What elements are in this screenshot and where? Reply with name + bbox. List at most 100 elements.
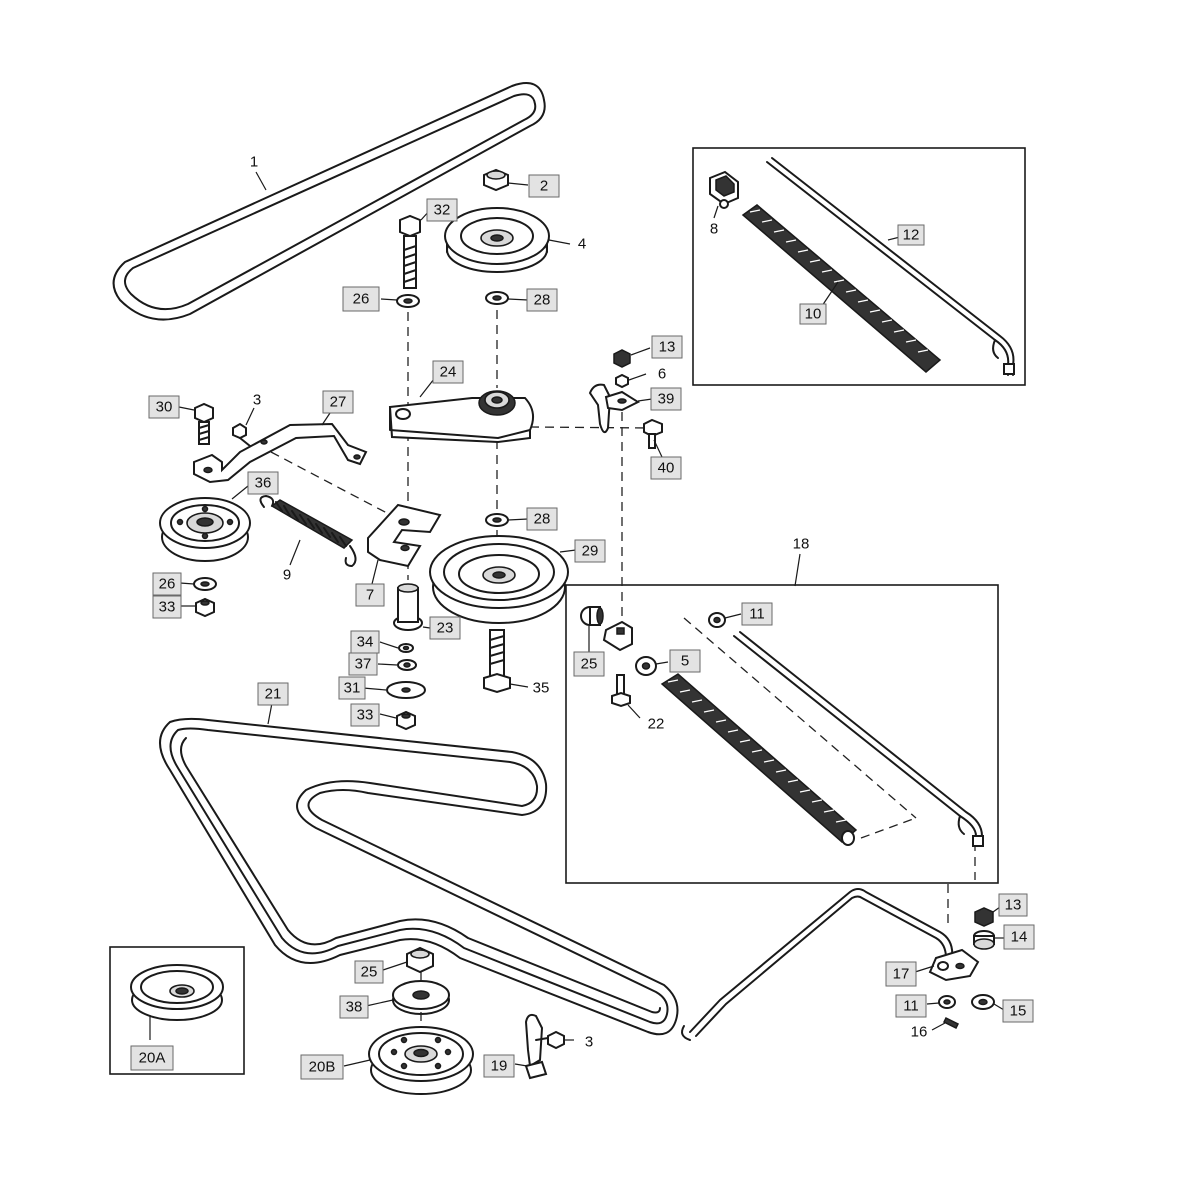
- callout-33-left: 33: [159, 599, 176, 616]
- callout-40: 40: [658, 460, 675, 477]
- callout-32: 32: [434, 202, 451, 219]
- callout-29: 29: [582, 543, 599, 560]
- callout-7: 7: [366, 587, 374, 604]
- callout-7-box: 7: [355, 583, 385, 607]
- nut-13-top: [613, 349, 631, 368]
- callout-37-box: 37: [348, 652, 378, 676]
- callout-30: 30: [156, 399, 173, 416]
- callout-11-bottom-box: 11: [895, 994, 927, 1018]
- bushing-14: [973, 930, 995, 950]
- callout-13-top-box: 13: [651, 335, 683, 359]
- nut-25-bottom: [406, 946, 434, 974]
- callout-13-bottom: 13: [1005, 897, 1022, 914]
- callout-28-top: 28: [534, 292, 551, 309]
- callout-30-box: 30: [148, 395, 180, 419]
- bolt-3-top: [232, 422, 251, 447]
- callout-2: 2: [540, 178, 548, 195]
- callout-20b: 20B: [309, 1059, 336, 1076]
- spring-9: [259, 495, 357, 567]
- nut-33-left: [195, 597, 215, 618]
- callout-4: 4: [578, 236, 586, 253]
- callout-23: 23: [437, 620, 454, 637]
- callout-28-mid: 28: [534, 511, 551, 528]
- inset-box-20a: [109, 946, 245, 1075]
- callout-13-top: 13: [659, 339, 676, 356]
- callout-15: 15: [1010, 1003, 1027, 1020]
- callout-34-box: 34: [350, 630, 380, 654]
- callout-25-inset: 25: [581, 656, 598, 673]
- spacer-23: [393, 583, 423, 631]
- callout-15-box: 15: [1002, 999, 1034, 1023]
- callout-10-box: 10: [799, 303, 827, 325]
- washer-6: [615, 373, 629, 389]
- bolt-3-bottom: [547, 1030, 565, 1050]
- bracket-inset: [602, 620, 633, 652]
- callout-18: 18: [793, 536, 810, 553]
- callout-36: 36: [255, 475, 272, 492]
- spring-10: [741, 204, 942, 373]
- pulley-20b: [368, 1026, 474, 1095]
- callout-1: 1: [250, 154, 258, 171]
- callout-32-box: 32: [426, 198, 458, 222]
- callout-40-box: 40: [650, 456, 682, 480]
- callout-35: 35: [533, 680, 550, 697]
- linkage-rod-17: [681, 888, 980, 1041]
- bracket-27: [193, 422, 368, 484]
- callout-14: 14: [1011, 929, 1028, 946]
- callout-8: 8: [710, 221, 718, 238]
- callout-17-box: 17: [885, 961, 917, 987]
- callout-22: 22: [648, 716, 665, 733]
- bushing-25-inset: [580, 606, 604, 626]
- washer-26-top: [396, 294, 420, 308]
- callout-6: 6: [658, 366, 666, 383]
- pulley-20a: [130, 964, 224, 1021]
- lever-19: [524, 1013, 549, 1080]
- callout-11-inset: 11: [749, 606, 765, 623]
- callout-39-box: 39: [650, 387, 682, 411]
- washer-34: [398, 643, 414, 653]
- callout-23-box: 23: [429, 616, 461, 640]
- washer-5: [635, 656, 657, 676]
- nut-33-center: [396, 710, 416, 731]
- rod-inset: [733, 631, 984, 847]
- callout-24-box: 24: [432, 360, 464, 384]
- callout-28-mid-box: 28: [526, 507, 558, 531]
- callout-12-box: 12: [897, 224, 925, 246]
- bolt-22: [611, 674, 631, 708]
- pulley-36: [159, 497, 251, 562]
- callout-25-bottom: 25: [361, 964, 378, 981]
- callout-5-box: 5: [669, 649, 701, 673]
- washer-26-left: [193, 577, 217, 591]
- washer-31: [386, 681, 426, 699]
- washer-11-inset: [708, 612, 726, 628]
- spring-inset: [660, 673, 858, 846]
- bracket-7: [367, 503, 442, 568]
- belt-1: [112, 82, 546, 321]
- pin-16: [942, 1016, 960, 1030]
- washer-15: [971, 994, 995, 1010]
- callout-33-left-box: 33: [152, 595, 182, 619]
- washer-28-top: [485, 291, 509, 305]
- callout-38: 38: [346, 999, 363, 1016]
- bolt-32: [399, 214, 421, 289]
- pulley-29: [429, 535, 569, 624]
- bolt-30: [194, 402, 214, 445]
- clip-8: [709, 170, 739, 209]
- callout-25-inset-box: 25: [573, 651, 605, 677]
- callout-20a-box: 20A: [130, 1045, 174, 1071]
- callout-21-box: 21: [257, 682, 289, 706]
- idler-arm-24: [388, 390, 535, 444]
- callout-5: 5: [681, 653, 689, 670]
- callout-25-bottom-box: 25: [354, 960, 384, 984]
- callout-36-box: 36: [247, 471, 279, 495]
- callout-31-box: 31: [338, 676, 366, 700]
- rod-12: [766, 157, 1015, 376]
- callout-11-bottom: 11: [903, 998, 919, 1015]
- bracket-39: [588, 383, 641, 434]
- callout-27: 27: [330, 394, 347, 411]
- callout-33-center: 33: [357, 707, 374, 724]
- callout-17: 17: [893, 966, 910, 983]
- callout-33-center-box: 33: [350, 703, 380, 727]
- callout-19-box: 19: [483, 1054, 515, 1078]
